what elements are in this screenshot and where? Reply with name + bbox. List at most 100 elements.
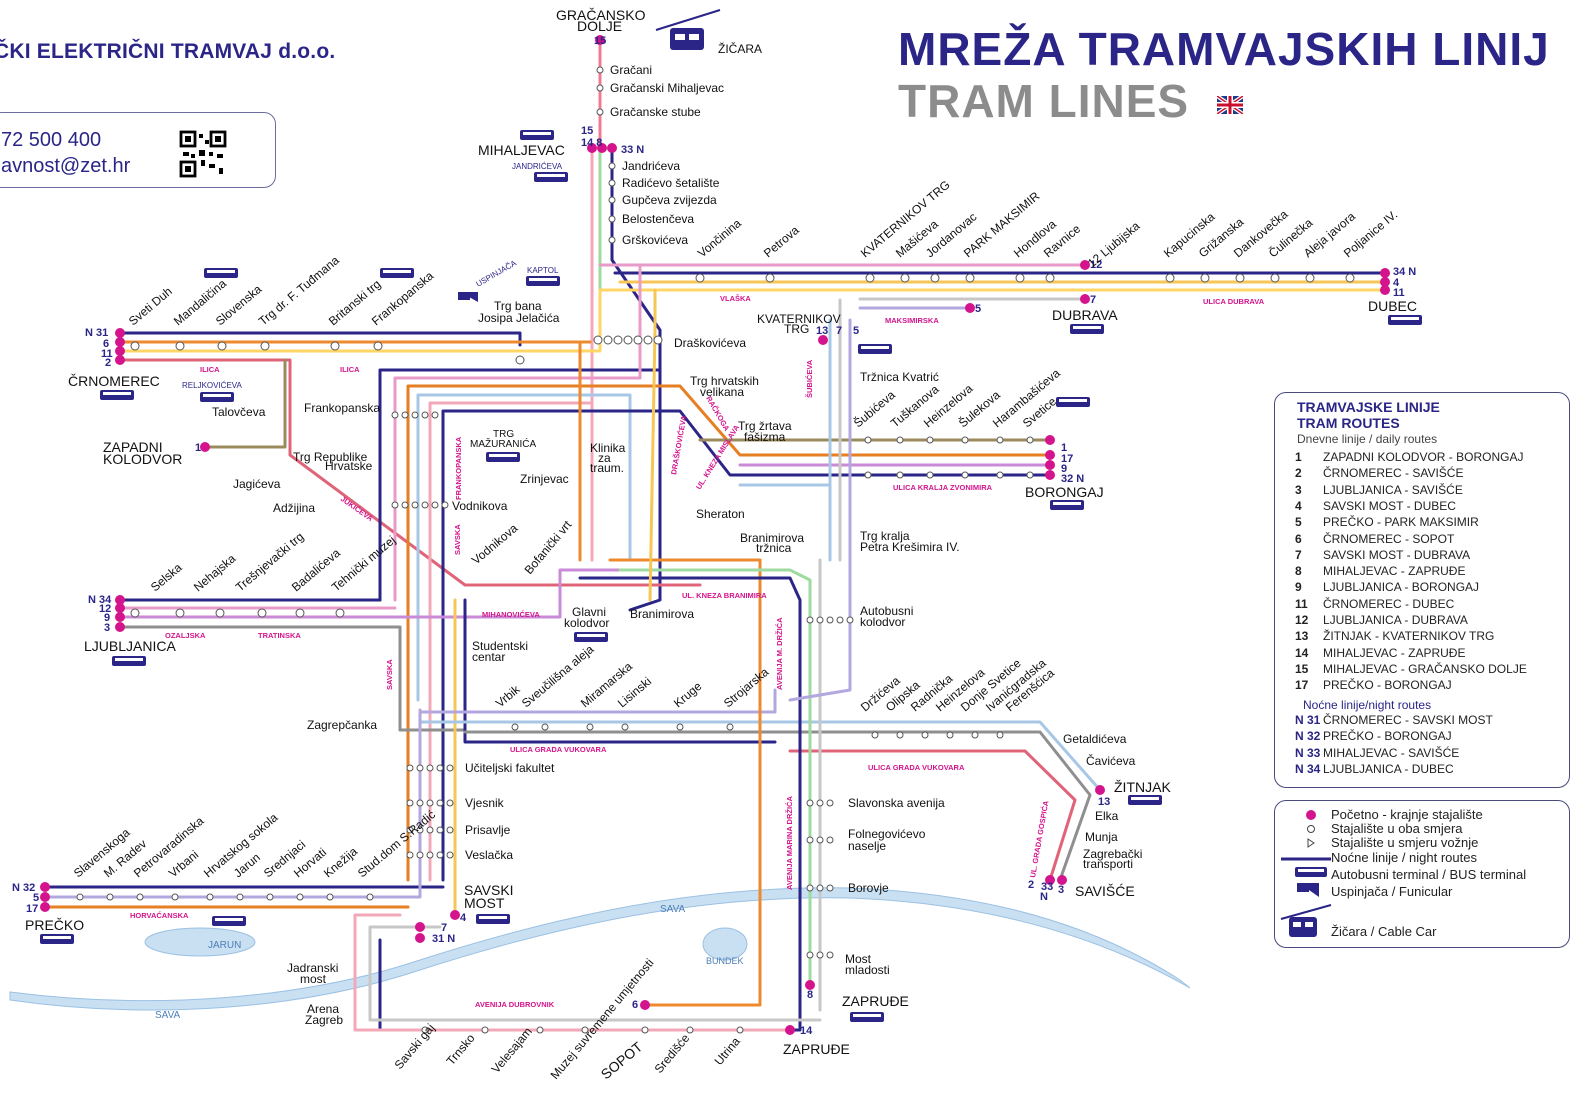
bus-icon-sveti-duh — [204, 268, 238, 278]
svg-text:33 N: 33 N — [621, 144, 644, 156]
legend-route-number: 4 — [1295, 498, 1302, 513]
qr-code-icon[interactable] — [179, 130, 227, 178]
stop-branimirova: Branimirova — [630, 607, 694, 621]
street-rackoga: RAČKOGA — [704, 395, 731, 434]
street-marina-drzica: AVENIJA MARINA DRŽIĆA — [785, 796, 794, 890]
trg-mazuranica-label-2: MAŽURANIĆA — [470, 437, 536, 450]
legend-route-name: LJUBLJANICA - DUBRAVA — [1323, 613, 1468, 627]
line-2-vukovarska — [788, 749, 1077, 882]
legend-route-number: 7 — [1295, 547, 1302, 562]
term-savski-1: SAVSKI — [464, 882, 514, 898]
line-14-south — [353, 913, 792, 1032]
street-zvonimira: ULICA KRALJA ZVONIMIRA — [893, 483, 993, 492]
term-mihaljevac: MIHALJEVAC — [478, 142, 565, 158]
svg-text:31 N: 31 N — [432, 933, 455, 945]
street-branimira: UL. KNEZA BRANIMIRA — [682, 591, 767, 600]
stop-vodnikova: Vodnikova — [452, 499, 508, 513]
bus-icon-jandriceva — [534, 172, 568, 182]
svg-text:6: 6 — [103, 338, 109, 350]
stop-klinika-3: traum. — [590, 461, 624, 475]
legend-route-number: 14 — [1295, 645, 1309, 660]
bundek-lake — [702, 927, 748, 961]
stop-grac-mihaljevac: Gračanski Mihaljevac — [610, 81, 724, 95]
contact-box: 72 500 400 avnost@zet.hr — [0, 112, 276, 188]
line-7-south — [368, 925, 822, 1022]
contact-email[interactable]: avnost@zet.hr — [1, 155, 131, 177]
line-5-precko — [43, 708, 422, 899]
stop-veslacka: Veslačka — [465, 848, 513, 862]
bus-icon-mazuranica — [486, 452, 520, 462]
legend-route-number: 6 — [1295, 531, 1302, 546]
line-6-branimir — [608, 558, 762, 1007]
legend-daily-heading: Dnevne linije / daily routes — [1297, 432, 1438, 446]
line-n31-branimir — [378, 576, 802, 1032]
bus-terminal-icon — [1295, 867, 1327, 877]
legend-route-name: ČRNOMEREC - DUBEC — [1323, 596, 1455, 611]
term-ljubljanica: LJUBLJANICA — [84, 638, 176, 654]
bus-icon-svetice — [1056, 397, 1090, 407]
legend-route-number: 3 — [1295, 482, 1302, 497]
terminus-markers — [40, 35, 1390, 1035]
stop-arena-1: Arena — [307, 1002, 339, 1016]
bus-icon-ljubljanica — [112, 656, 146, 666]
svg-text:12: 12 — [1090, 259, 1102, 271]
symbol-key: Početno - krajnje stajalište Stajalište … — [1274, 800, 1570, 948]
funicular-key-icon — [1297, 883, 1319, 897]
stop-klinika-2: za — [598, 451, 611, 465]
zicara-label: ŽIČARA — [718, 41, 762, 56]
line-n33-mihaljevac — [610, 148, 662, 612]
stop-strojarska: Strojarska — [721, 665, 772, 711]
svg-text:8: 8 — [807, 989, 813, 1001]
bus-icon-jarun — [212, 916, 246, 926]
street-draskoviceva: DRAŠKOVIĆEVA — [669, 414, 688, 475]
svg-text:11: 11 — [1393, 287, 1405, 299]
key-bus: Autobusni terminal / BUS terminal — [1331, 867, 1527, 882]
svg-text:32 N: 32 N — [1061, 473, 1084, 485]
term-zaprude-1: ZAPRUĐE — [842, 993, 909, 1009]
legend-route-name: LJUBLJANICA - BORONGAJ — [1323, 580, 1480, 595]
stop-vjesnik: Vjesnik — [465, 796, 505, 810]
line-2-ilica — [118, 358, 702, 587]
stop-ljubijska: 12 Ljubijska — [1085, 219, 1143, 271]
street-m-drzic: AVENIJA M. DRŽIĆA — [775, 617, 784, 690]
stop-folneg-1: Folnegovićevo — [848, 827, 926, 841]
cable-car-icon — [655, 9, 721, 50]
street-vlaska: VLAŠKA — [720, 294, 751, 303]
term-dubec: DUBEC — [1368, 298, 1417, 314]
bus-icon-zaprude — [850, 1012, 884, 1022]
key-terminal: Početno - krajnje stajalište — [1331, 807, 1483, 822]
stop-sheraton: Sheraton — [696, 507, 745, 521]
line-n33-savska — [463, 598, 777, 744]
bus-icon-savski — [476, 914, 510, 924]
stop-vodnikova-2: Vodnikova — [469, 521, 521, 568]
term-gracansko-2: DOLJE — [577, 18, 622, 34]
stop-autobusni-2: kolodvor — [860, 615, 905, 629]
svg-text:2: 2 — [105, 357, 111, 369]
bus-icon-zitnjak — [1128, 795, 1162, 805]
cable-car-key-icon — [1280, 904, 1332, 937]
line-32-frank — [441, 409, 1052, 882]
uk-flag-icon[interactable] — [1216, 95, 1243, 114]
line-34-frank — [378, 368, 662, 602]
svg-text:9: 9 — [1061, 463, 1067, 475]
contact-phone[interactable]: 72 500 400 — [1, 129, 102, 151]
stop-trg-rep-1: Trg Republike — [293, 450, 368, 464]
legend-route-name: MIHALJEVAC - ZAPRUĐE — [1323, 564, 1466, 579]
key-cable: Žičara / Cable Car — [1331, 924, 1437, 939]
bus-icon-mihaljevac — [520, 130, 554, 140]
line-13-vukovarska — [418, 720, 1102, 792]
map-title: MREŽA TRAMVAJSKIH LINIJ — [898, 23, 1550, 75]
street-dubrovnik: AVENIJA DUBROVNIK — [475, 1000, 555, 1009]
line-5-vukovarska — [418, 688, 777, 714]
svg-text:17: 17 — [1061, 453, 1073, 465]
icons: ŽIČARA JANDRIĆEVA RELJKOVIĆEVA KAPTOL US… — [40, 9, 1422, 1022]
stop-folneg-2: naselje — [848, 839, 886, 853]
svg-text:14: 14 — [800, 1025, 813, 1037]
